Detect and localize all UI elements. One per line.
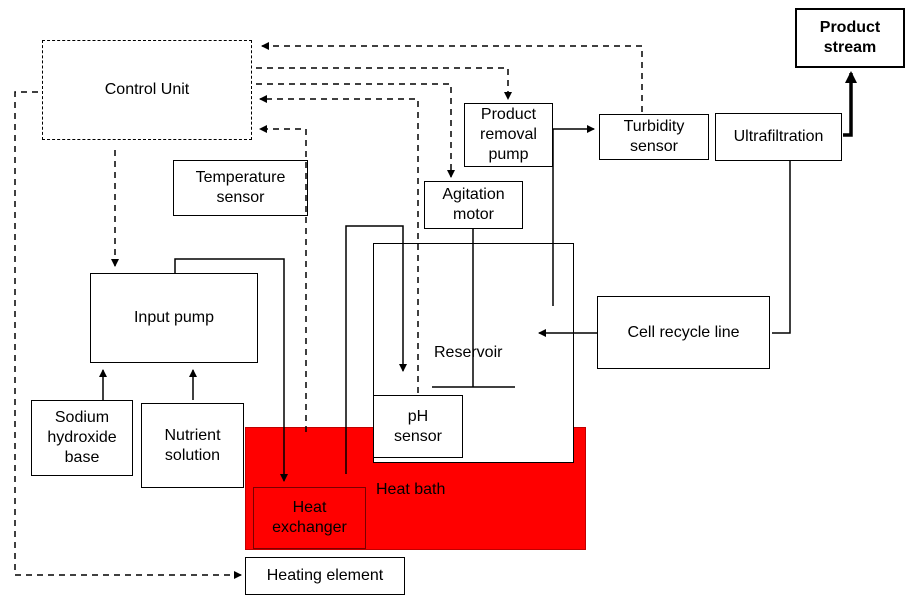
agitation-motor-label: Agitation motor	[442, 186, 505, 223]
ph-to-control-line	[259, 95, 419, 393]
control-unit-label: Control Unit	[104, 81, 190, 98]
input-pump-box: Input pump	[90, 273, 258, 363]
turbidity-sensor-box: Turbidity sensor	[599, 114, 709, 160]
nutrient-solution-box: Nutrient solution	[141, 403, 244, 488]
control-unit-box: Control Unit	[42, 40, 252, 140]
input-pump-label: Input pump	[133, 309, 215, 326]
reservoir-to-turbidity-line	[552, 125, 595, 306]
heat-exchanger-label: Heat exchanger	[272, 499, 347, 536]
ultrafiltration-to-recycle-line	[772, 161, 791, 334]
cell-recycle-line-box: Cell recycle line	[597, 296, 770, 369]
product-stream-box: Product stream	[795, 8, 905, 68]
ultrafiltration-box: Ultrafiltration	[715, 113, 842, 161]
product-removal-pump-box: Product removal pump	[464, 103, 553, 167]
temp-bath-to-control-line	[259, 125, 307, 432]
heat-exchanger-box: Heat exchanger	[253, 487, 366, 549]
heating-element-label: Heating element	[266, 567, 384, 584]
heating-element-box: Heating element	[245, 557, 405, 595]
ph-sensor-box: pH sensor	[373, 395, 463, 458]
input-pump-to-hx-line	[174, 258, 288, 482]
heat-bath-label: Heat bath	[376, 481, 446, 498]
agitation-motor-box: Agitation motor	[424, 181, 523, 229]
control-to-heating-element-line	[14, 91, 242, 579]
sodium-hydroxide-base-box: Sodium hydroxide base	[31, 400, 133, 476]
hx-to-reservoir-line	[345, 225, 407, 474]
ph-sensor-label: pH sensor	[393, 407, 443, 445]
sodium-hydroxide-base-label: Sodium hydroxide base	[47, 409, 117, 466]
nutrient-solution-label: Nutrient solution	[164, 426, 221, 464]
turbidity-to-control-line	[261, 42, 643, 112]
cell-recycle-line-label: Cell recycle line	[627, 323, 740, 341]
turbidity-sensor-label: Turbidity sensor	[623, 118, 685, 155]
temperature-sensor-label: Temperature sensor	[195, 169, 286, 206]
reservoir-label: Reservoir	[434, 344, 503, 361]
ultrafiltration-label: Ultrafiltration	[733, 128, 824, 145]
control-to-agitation-line	[256, 83, 455, 178]
temperature-sensor-box: Temperature sensor	[173, 160, 308, 216]
product-stream-label: Product stream	[819, 19, 881, 56]
product-removal-pump-label: Product removal pump	[480, 106, 537, 163]
ultrafiltration-to-product-stream-line	[843, 71, 857, 137]
